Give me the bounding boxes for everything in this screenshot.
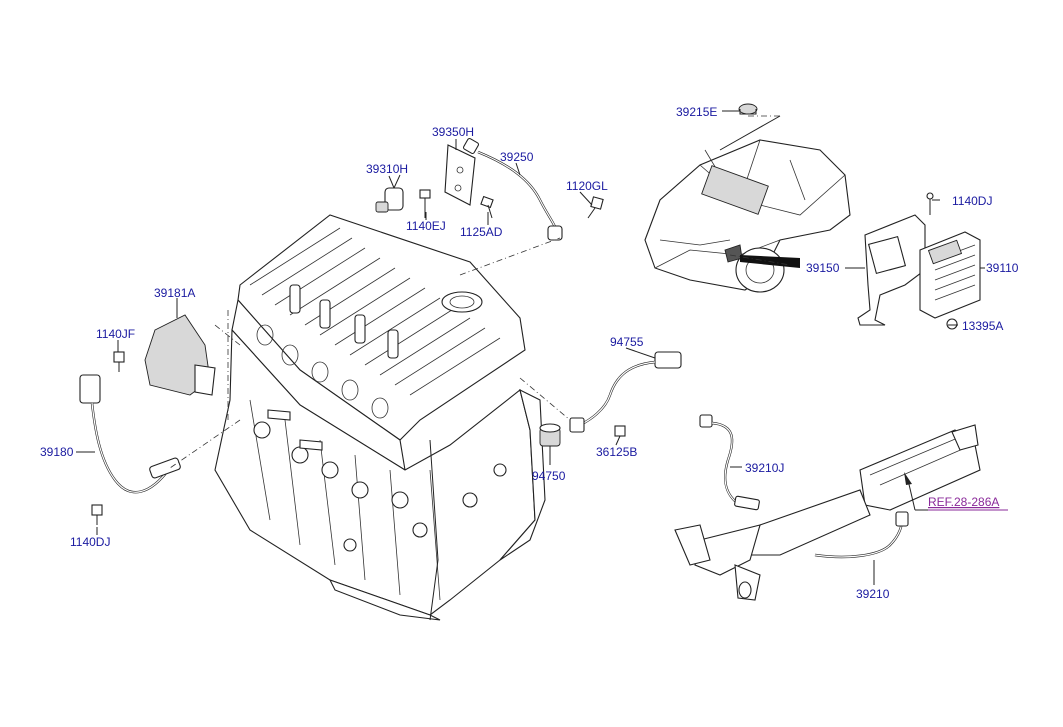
label-39180[interactable]: 39180 [40,445,74,459]
bolt-1125AD [480,195,494,219]
part-39350H [444,144,476,206]
label-1140DJ-top[interactable]: 1140DJ [952,194,992,208]
vehicle-illustration [644,139,851,293]
label-1140EJ[interactable]: 1140EJ [406,219,446,233]
label-39350H[interactable]: 39350H [432,125,474,139]
part-39310H [375,174,404,213]
part-94755 [569,351,682,433]
engine-block [214,214,546,621]
ecu-assembly [857,192,981,330]
label-39210[interactable]: 39210 [856,587,890,601]
part-39180 [79,374,181,525]
label-39310H[interactable]: 39310H [366,162,408,176]
label-39210J[interactable]: 39210J [745,461,784,475]
exhaust-assembly [674,414,981,601]
part-39250 [462,137,563,241]
label-1125AD[interactable]: 1125AD [460,225,503,239]
label-13395A[interactable]: 13395A [962,319,1003,333]
bolt-1140JF [113,351,125,372]
label-1140JF[interactable]: 1140JF [96,327,135,341]
label-1120GL[interactable]: 1120GL [566,179,608,193]
label-94755[interactable]: 94755 [610,335,644,349]
label-1140DJ-bottom[interactable]: 1140DJ [70,535,110,549]
label-94750[interactable]: 94750 [532,469,566,483]
label-39250[interactable]: 39250 [500,150,534,164]
label-36125B[interactable]: 36125B [596,445,637,459]
label-39150[interactable]: 39150 [806,261,840,275]
label-39110[interactable]: 39110 [986,261,1019,275]
bolt-36125B [614,425,626,437]
bolt-1140EJ [419,189,431,218]
bolt-1120GL [587,196,604,219]
part-labels: 39215E 39350H 39250 39310H 1120GL 1140EJ… [40,105,1019,601]
part-39215E [738,103,758,115]
part-94750 [539,423,561,447]
label-ref-28-286A[interactable]: REF.28-286A [928,495,999,509]
label-39215E[interactable]: 39215E [676,105,717,119]
label-39181A[interactable]: 39181A [154,286,195,300]
part-39181A [144,314,216,396]
